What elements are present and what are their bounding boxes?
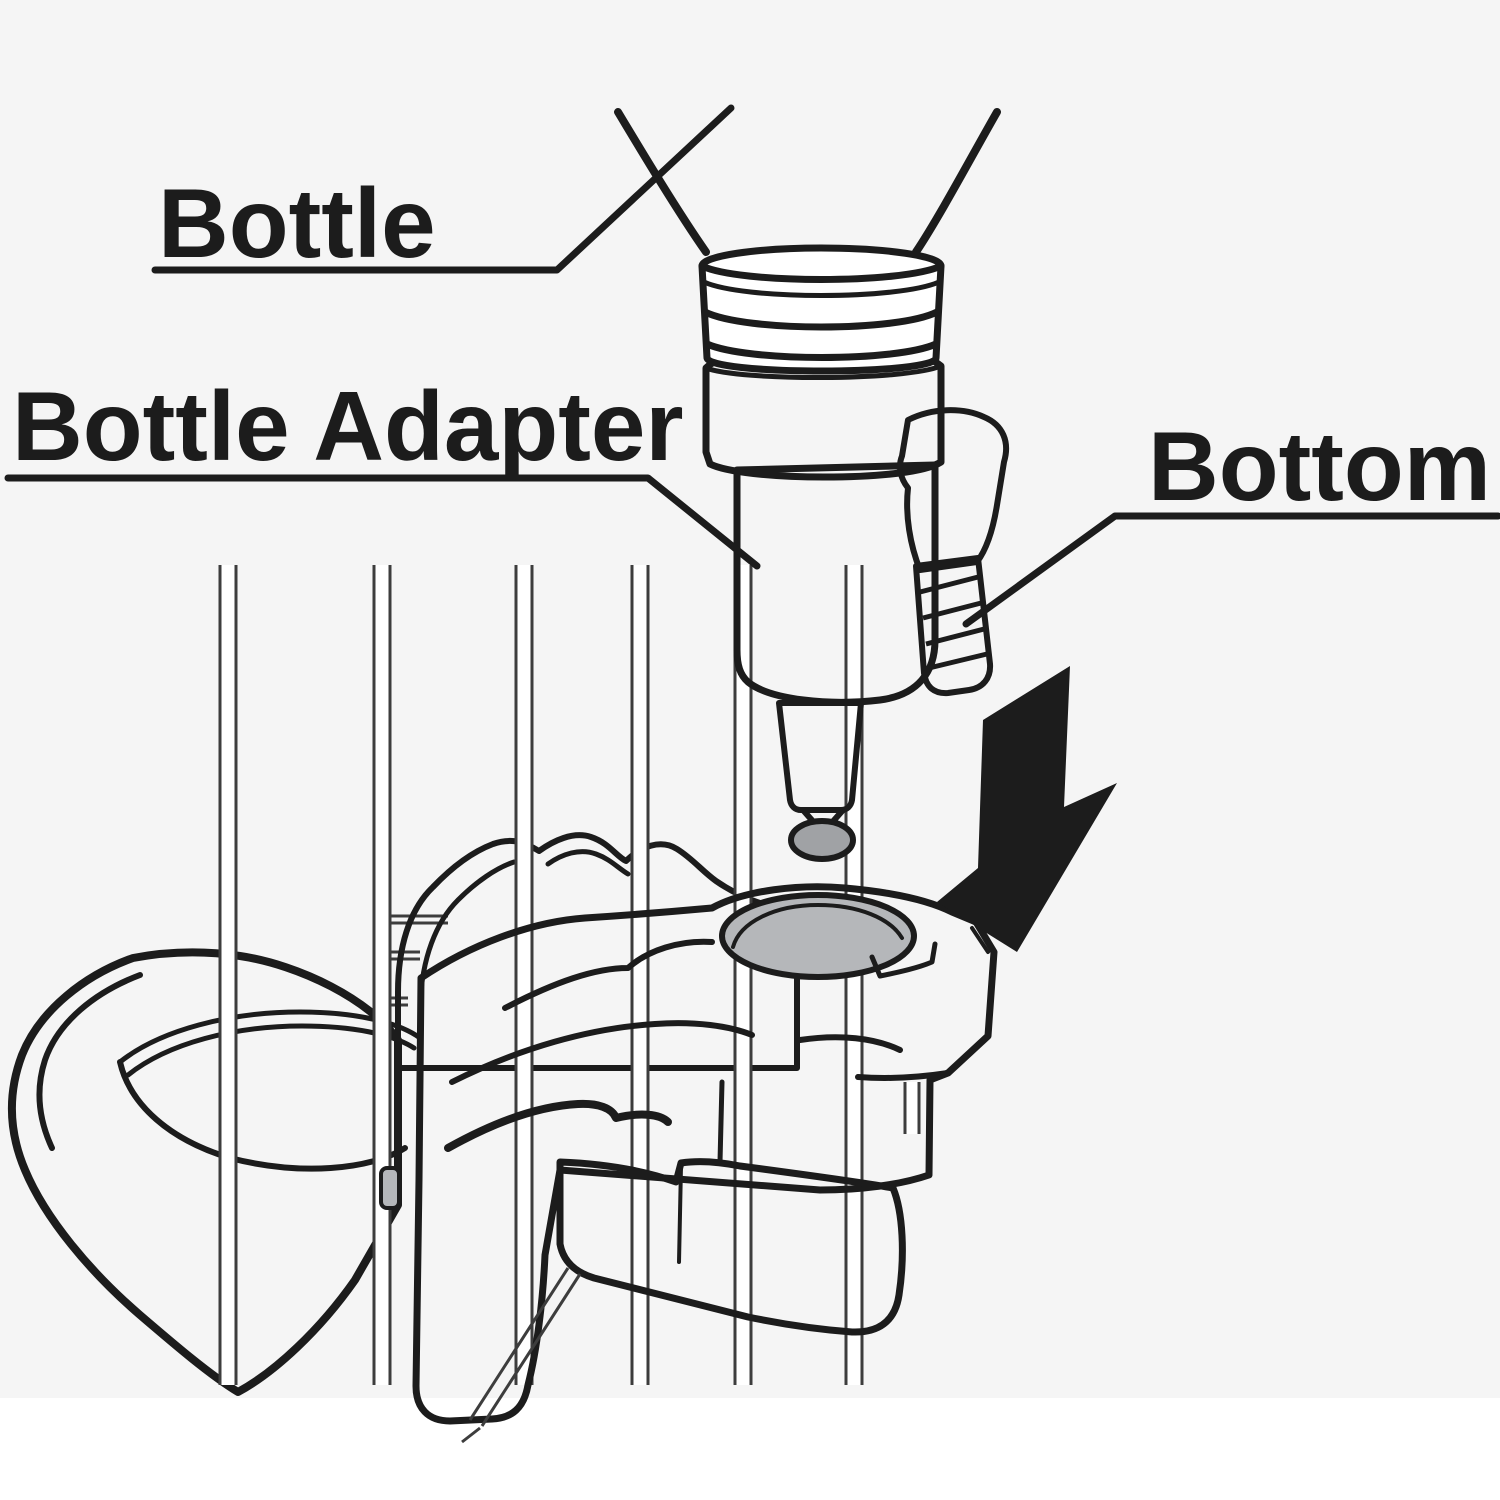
bottle-neck-rings [698, 244, 945, 375]
valve-ball [788, 818, 856, 862]
mounting-bracket [379, 883, 998, 1425]
holder-base [461, 1158, 906, 1444]
bracket-wire-gap [903, 1082, 921, 1134]
bottle-adapter-label: Bottle Adapter [12, 371, 684, 481]
bracket-cup [719, 892, 990, 980]
bottle-adapter [702, 338, 1010, 862]
cage-wire [514, 565, 534, 1385]
bottom-label: Bottom [1148, 411, 1491, 521]
bottom-leader-line [962, 512, 1500, 628]
bottle-label: Bottle [158, 168, 436, 278]
cage-wire [218, 565, 238, 1385]
adapter-ridged-tab [913, 555, 994, 697]
bracket-side-tab [379, 1166, 401, 1210]
bracket-back-plate [395, 832, 800, 1071]
cage-wire [372, 565, 392, 1385]
bottle-leader-line [151, 104, 735, 274]
bottle [614, 108, 1001, 375]
cage-wire [630, 565, 650, 1385]
hanger-wire [461, 1267, 582, 1444]
cage-wire [733, 565, 753, 1385]
bottle-adapter-leader-line [4, 474, 761, 570]
background-bottom-band [0, 1398, 1500, 1500]
down-arrow-icon [937, 666, 1117, 952]
